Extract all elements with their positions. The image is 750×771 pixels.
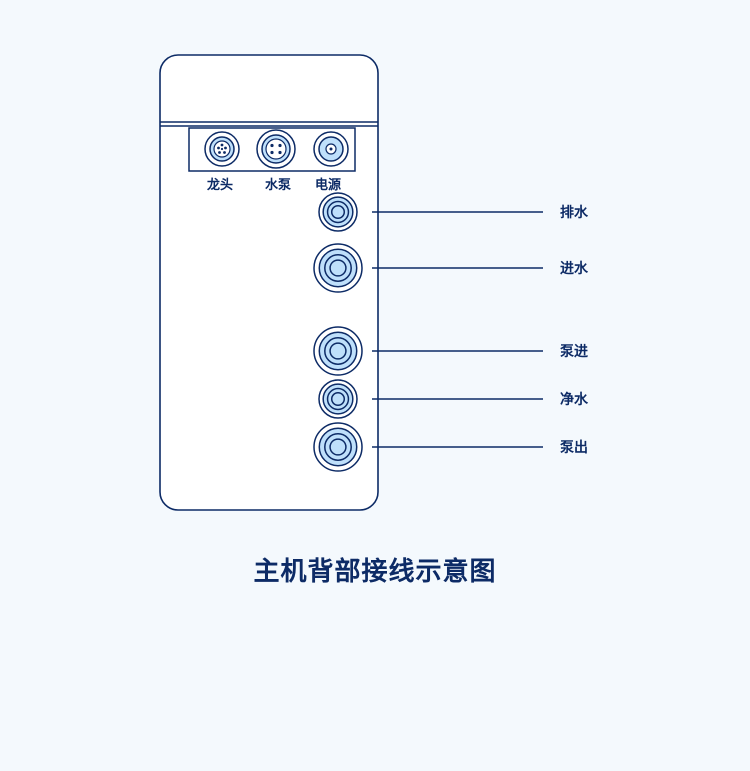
- water-inlet-port-icon: [313, 243, 363, 293]
- drain-port-icon: [318, 192, 358, 232]
- port-label: 进水: [560, 260, 589, 277]
- faucet-label: 龙头: [207, 177, 233, 193]
- pump-label: 水泵: [265, 177, 291, 193]
- pump-connector-icon: [256, 129, 296, 169]
- faucet-connector-icon: [204, 131, 240, 167]
- pump-inlet-port-icon: [313, 326, 363, 376]
- port-label: 排水: [560, 204, 589, 221]
- purified-water-port-icon: [318, 379, 358, 419]
- power-socket-icon: [313, 131, 349, 167]
- pump-outlet-port-icon: [313, 422, 363, 472]
- port-label: 泵出: [560, 439, 588, 456]
- top-connector-panel: [188, 127, 356, 172]
- diagram-title: 主机背部接线示意图: [253, 556, 496, 587]
- port-label: 净水: [560, 391, 589, 408]
- port-label: 泵进: [560, 344, 588, 360]
- power-label: 电源: [315, 177, 341, 193]
